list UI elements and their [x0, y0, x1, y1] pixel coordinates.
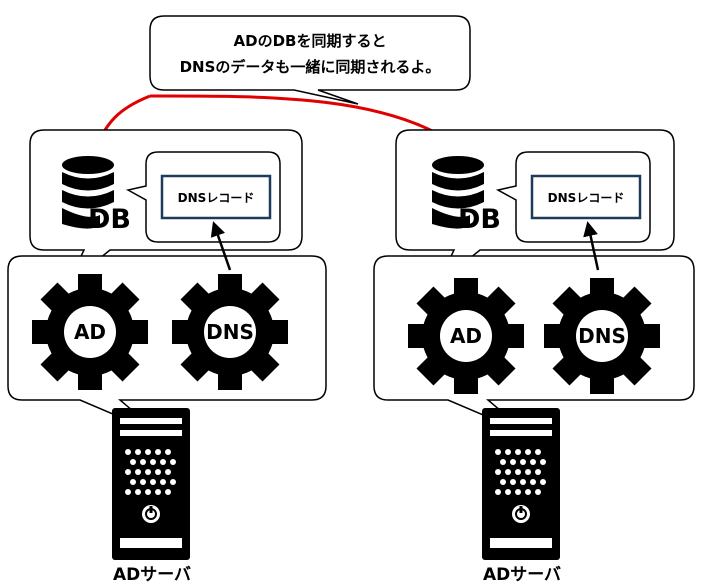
ad-gear-icon: [32, 274, 148, 390]
server-tower-icon: [112, 408, 190, 560]
db-label: DB: [88, 204, 131, 235]
db-label: DB: [458, 204, 501, 235]
database-icon: [62, 156, 114, 229]
dns-to-record-arrow: [583, 221, 600, 271]
dns-gear-label: DNS: [578, 324, 626, 348]
sync-callout-line2: DNSのデータも一緒に同期されるよ。: [180, 58, 441, 76]
server-label: ADサーバ: [483, 565, 561, 585]
server-tower-icon: [482, 408, 560, 560]
server-group-right: DB DNSレコード AD: [373, 129, 695, 585]
dns-record-label: DNSレコード: [548, 191, 625, 205]
dns-gear-icon: [172, 274, 288, 390]
sync-callout-line1: ADのDBを同期すると: [234, 32, 387, 50]
dns-record-box: [160, 174, 272, 220]
sync-callout-bubble: [149, 15, 471, 105]
dns-record-box: [530, 174, 642, 220]
ad-gear-label: AD: [74, 320, 106, 344]
database-icon: [432, 156, 484, 229]
power-button-icon: [142, 505, 160, 523]
ad-gear-icon: [408, 278, 524, 394]
power-button-icon: [512, 505, 530, 523]
ad-gear-label: AD: [450, 324, 482, 348]
dns-to-record-arrow: [210, 221, 232, 271]
dns-gear-label: DNS: [206, 320, 254, 344]
server-label: ADサーバ: [113, 565, 191, 585]
sync-callout: ADのDBを同期すると DNSのデータも一緒に同期されるよ。: [149, 15, 471, 105]
dns-record-label: DNSレコード: [178, 191, 255, 205]
dns-gear-icon: [544, 278, 660, 394]
server-group-left: DB DNSレコード AD: [7, 129, 327, 585]
